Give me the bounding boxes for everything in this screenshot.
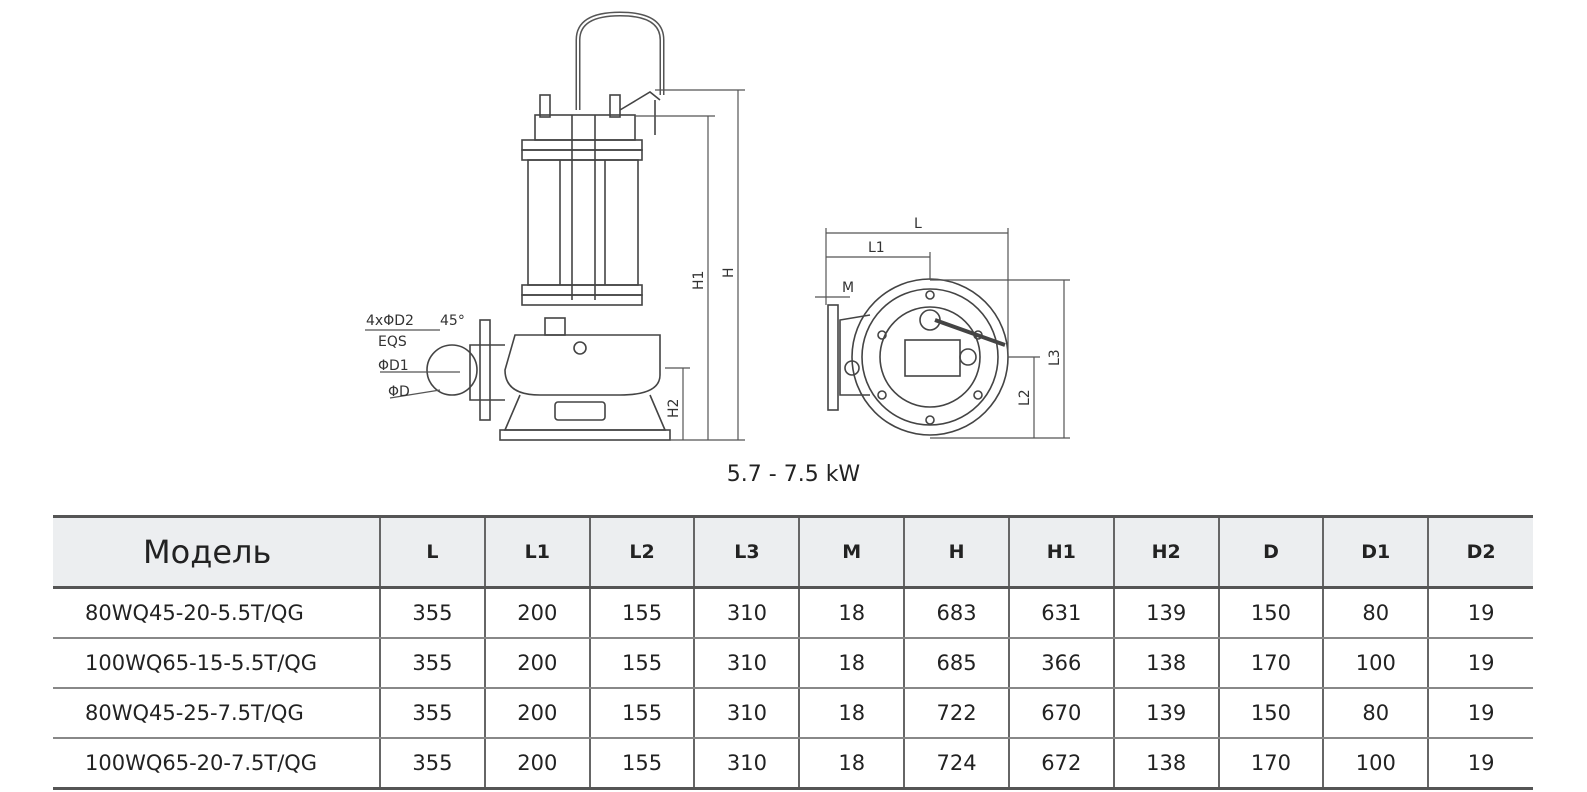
value-cell-l2: 155 [588,688,695,739]
header-model: Модель [53,515,381,589]
eqs-label: EQS [378,334,407,350]
value-cell-h1: 672 [1007,738,1114,790]
h-label: H [721,267,737,278]
value-cell-m: 18 [798,587,905,639]
header-d1: D1 [1322,515,1429,589]
side-dimension-lines [365,89,745,441]
value-cell-l2: 155 [588,587,695,639]
model-cell: 100WQ65-15-5.5T/QG [53,638,381,689]
value-cell-h: 722 [903,688,1009,739]
value-cell-l1: 200 [483,587,590,639]
value-cell-d: 170 [1217,638,1324,689]
value-cell-d1: 100 [1322,638,1429,689]
model-cell: 80WQ45-25-7.5T/QG [53,688,381,739]
l-label: L [914,216,922,232]
value-cell-l1: 200 [483,738,590,790]
value-cell-h: 685 [903,638,1009,689]
value-cell-h2: 138 [1112,638,1219,689]
value-cell-l1: 200 [483,638,590,689]
header-l3: L3 [693,515,800,589]
value-cell-d2: 19 [1427,638,1533,689]
value-cell-m: 18 [798,638,905,689]
value-cell-m: 18 [798,738,905,790]
l1-label: L1 [868,240,885,256]
value-cell-d1: 100 [1322,738,1429,790]
value-cell-d2: 19 [1427,688,1533,739]
value-cell-l2: 155 [588,738,695,790]
header-d: D [1217,515,1324,589]
value-cell-h1: 631 [1007,587,1114,639]
value-cell-h1: 670 [1007,688,1114,739]
pump-top-view [827,278,1009,436]
header-l: L [379,515,485,589]
d1-label: ΦD1 [378,358,409,374]
value-cell-l3: 310 [693,638,800,689]
value-cell-d: 170 [1217,738,1324,790]
d-label: ΦD [388,384,410,400]
dimensions-table: Модель L L1 L2 L3 M H H1 H2 D D1 D2 80WQ… [53,515,1533,790]
power-range-caption: 5.7 - 7.5 kW [726,462,861,487]
value-cell-l2: 155 [588,638,695,689]
header-h: H [903,515,1009,589]
m-label: M [842,280,854,296]
top-dimension-lines [815,228,1070,439]
header-h1: H1 [1007,515,1114,589]
h1-label: H1 [691,271,707,290]
l3-label: L3 [1047,349,1063,366]
value-cell-h2: 138 [1112,738,1219,790]
header-l1: L1 [483,515,590,589]
value-cell-h: 683 [903,587,1009,639]
header-l2: L2 [588,515,695,589]
pump-dimension-drawing: 4xΦD2 45° EQS ΦD1 ΦD H H1 H2 L L1 M L2 L… [365,11,1070,441]
value-cell-l: 355 [379,638,485,689]
header-h2: H2 [1112,515,1219,589]
d2-label: 4xΦD2 [366,313,414,329]
value-cell-d: 150 [1217,587,1324,639]
value-cell-d1: 80 [1322,587,1429,639]
h2-label: H2 [666,399,682,418]
header-m: M [798,515,905,589]
header-d2: D2 [1427,515,1533,589]
value-cell-h: 724 [903,738,1009,790]
l2-label: L2 [1017,389,1033,406]
value-cell-l: 355 [379,587,485,639]
value-cell-d2: 19 [1427,738,1533,790]
value-cell-h2: 139 [1112,688,1219,739]
angle-label: 45° [440,313,465,329]
value-cell-l1: 200 [483,688,590,739]
value-cell-l3: 310 [693,587,800,639]
model-cell: 80WQ45-20-5.5T/QG [53,587,381,639]
value-cell-d2: 19 [1427,587,1533,639]
value-cell-m: 18 [798,688,905,739]
value-cell-d: 150 [1217,688,1324,739]
table-header-row: Модель L L1 L2 L3 M H H1 H2 D D1 D2 [53,515,1533,589]
value-cell-h2: 139 [1112,587,1219,639]
pump-side-view [426,11,671,441]
value-cell-l: 355 [379,738,485,790]
value-cell-d1: 80 [1322,688,1429,739]
value-cell-h1: 366 [1007,638,1114,689]
model-cell: 100WQ65-20-7.5T/QG [53,738,381,790]
value-cell-l: 355 [379,688,485,739]
value-cell-l3: 310 [693,738,800,790]
value-cell-l3: 310 [693,688,800,739]
